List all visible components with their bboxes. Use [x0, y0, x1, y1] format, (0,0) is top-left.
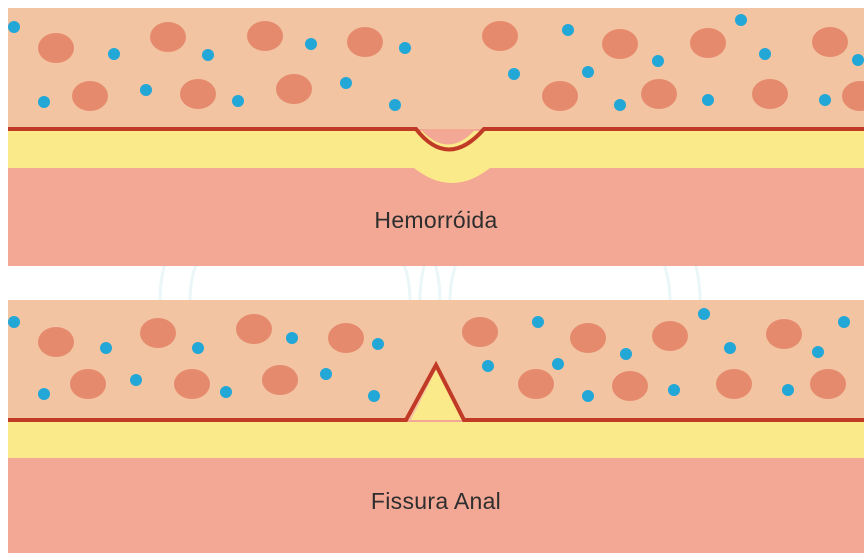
dot — [759, 48, 771, 60]
dot — [38, 388, 50, 400]
hemorrhoid-label: Hemorróida — [8, 207, 864, 234]
cell — [174, 369, 210, 399]
cell — [766, 319, 802, 349]
dot — [192, 342, 204, 354]
dot — [582, 66, 594, 78]
dot — [620, 348, 632, 360]
cell — [482, 21, 518, 51]
dot — [562, 24, 574, 36]
dot — [140, 84, 152, 96]
dot — [782, 384, 794, 396]
dot — [130, 374, 142, 386]
anal-fissure-panel: Fissura Anal — [8, 300, 864, 553]
dot — [552, 358, 564, 370]
cell — [542, 81, 578, 111]
dot — [232, 95, 244, 107]
cell — [752, 79, 788, 109]
cell — [247, 21, 283, 51]
cell — [72, 81, 108, 111]
cell — [262, 365, 298, 395]
cell — [570, 323, 606, 353]
dot — [508, 68, 520, 80]
dot — [582, 390, 594, 402]
cell — [602, 29, 638, 59]
cell — [347, 27, 383, 57]
cell — [641, 79, 677, 109]
dot — [8, 21, 20, 33]
dot — [286, 332, 298, 344]
dot — [819, 94, 831, 106]
cell — [518, 369, 554, 399]
dot — [532, 316, 544, 328]
cell — [716, 369, 752, 399]
cell — [236, 314, 272, 344]
cell — [612, 371, 648, 401]
cell — [70, 369, 106, 399]
cell — [38, 327, 74, 357]
dot — [202, 49, 214, 61]
cell — [462, 317, 498, 347]
dot — [320, 368, 332, 380]
anal-fissure-label: Fissura Anal — [8, 488, 864, 515]
dot — [305, 38, 317, 50]
dot — [100, 342, 112, 354]
cell — [810, 369, 846, 399]
cell — [140, 318, 176, 348]
cell — [150, 22, 186, 52]
dot — [399, 42, 411, 54]
cell — [652, 321, 688, 351]
dot — [340, 77, 352, 89]
fat-layer — [8, 422, 864, 458]
dot — [8, 316, 20, 328]
dot — [652, 55, 664, 67]
tissue-layer — [8, 8, 864, 129]
dot — [702, 94, 714, 106]
dot — [38, 96, 50, 108]
dot — [368, 390, 380, 402]
cell — [812, 27, 848, 57]
cell — [38, 33, 74, 63]
dot — [698, 308, 710, 320]
dot — [614, 99, 626, 111]
cell — [180, 79, 216, 109]
dot — [220, 386, 232, 398]
dot — [812, 346, 824, 358]
dot — [852, 54, 864, 66]
dot — [108, 48, 120, 60]
dot — [372, 338, 384, 350]
anal-fissure-illustration — [8, 300, 864, 553]
cell — [276, 74, 312, 104]
cell — [690, 28, 726, 58]
dot — [735, 14, 747, 26]
hemorrhoid-panel: Hemorróida — [8, 8, 864, 266]
dot — [482, 360, 494, 372]
dot — [389, 99, 401, 111]
dot — [668, 384, 680, 396]
dot — [838, 316, 850, 328]
dot — [724, 342, 736, 354]
cell — [328, 323, 364, 353]
